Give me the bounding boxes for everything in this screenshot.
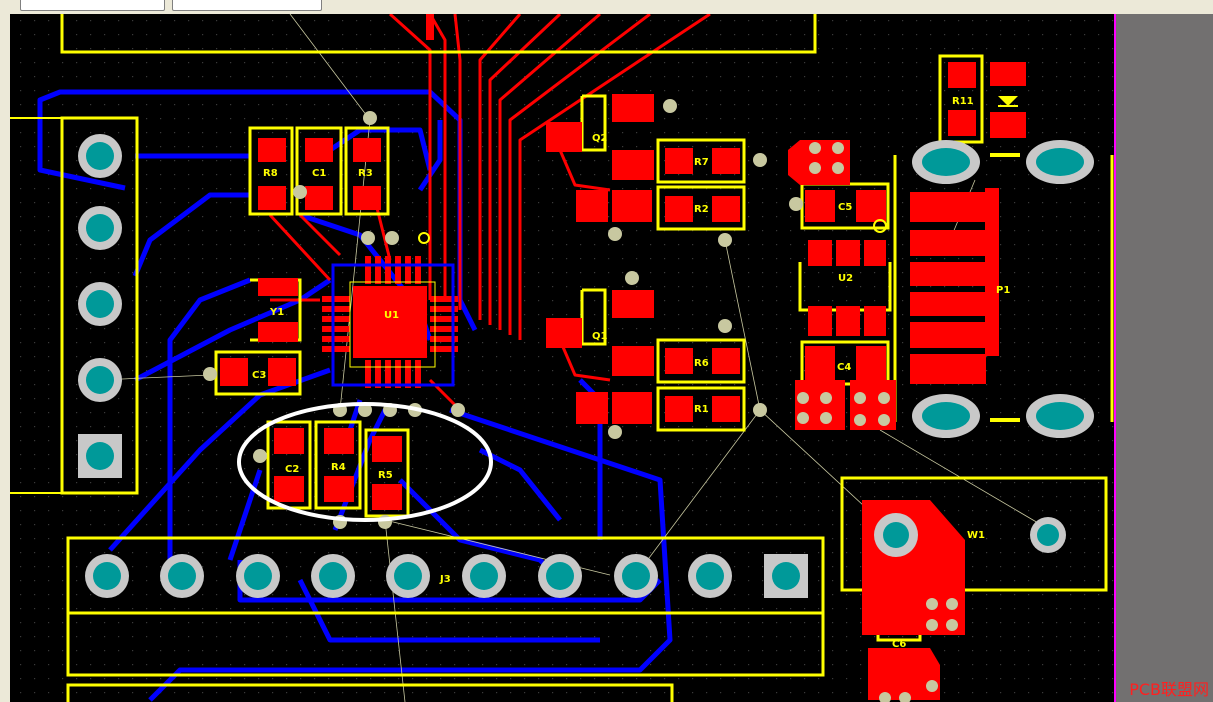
board-edge	[1114, 14, 1117, 702]
label-J3: J3	[439, 574, 451, 585]
label-Q2: Q2	[592, 133, 608, 144]
label-C2: C2	[285, 464, 299, 475]
label-Y1: Y1	[269, 307, 284, 318]
label-W1: W1	[967, 530, 985, 541]
label-C6: C6	[892, 639, 906, 650]
highlight-ellipse	[237, 402, 493, 522]
pcb-canvas[interactable]: R8 C1 R3 Y1 U1 C3 C2 R4 R5 Q2 Q1 R7 R2 R…	[10, 14, 1116, 702]
toolbar	[0, 0, 1213, 15]
label-R2: R2	[694, 204, 709, 215]
toolbar-field[interactable]	[20, 0, 165, 11]
label-R6: R6	[694, 358, 709, 369]
pcb-board[interactable]: R8 C1 R3 Y1 U1 C3 C2 R4 R5 Q2 Q1 R7 R2 R…	[10, 14, 1116, 702]
label-C4: C4	[837, 362, 851, 373]
top-copper-traces	[268, 14, 711, 412]
right-panel	[1116, 14, 1213, 702]
toolbar-combo[interactable]	[172, 0, 322, 11]
label-P1: P1	[996, 285, 1010, 296]
label-U1: U1	[384, 310, 399, 321]
label-U2: U2	[838, 273, 853, 284]
label-R4: R4	[331, 462, 346, 473]
label-R1: R1	[694, 404, 709, 415]
label-C1: C1	[312, 168, 326, 179]
label-R8: R8	[263, 168, 278, 179]
label-R5: R5	[378, 470, 393, 481]
label-C5: C5	[838, 202, 852, 213]
vias	[203, 99, 958, 702]
through-hole-pads	[78, 134, 1094, 598]
label-R11: R11	[952, 96, 974, 107]
label-R7: R7	[694, 157, 709, 168]
u1-pins	[322, 256, 458, 388]
watermark: PCB联盟网	[1129, 680, 1209, 699]
label-C3: C3	[252, 370, 266, 381]
label-Q1: Q1	[592, 331, 608, 342]
label-R3: R3	[358, 168, 373, 179]
